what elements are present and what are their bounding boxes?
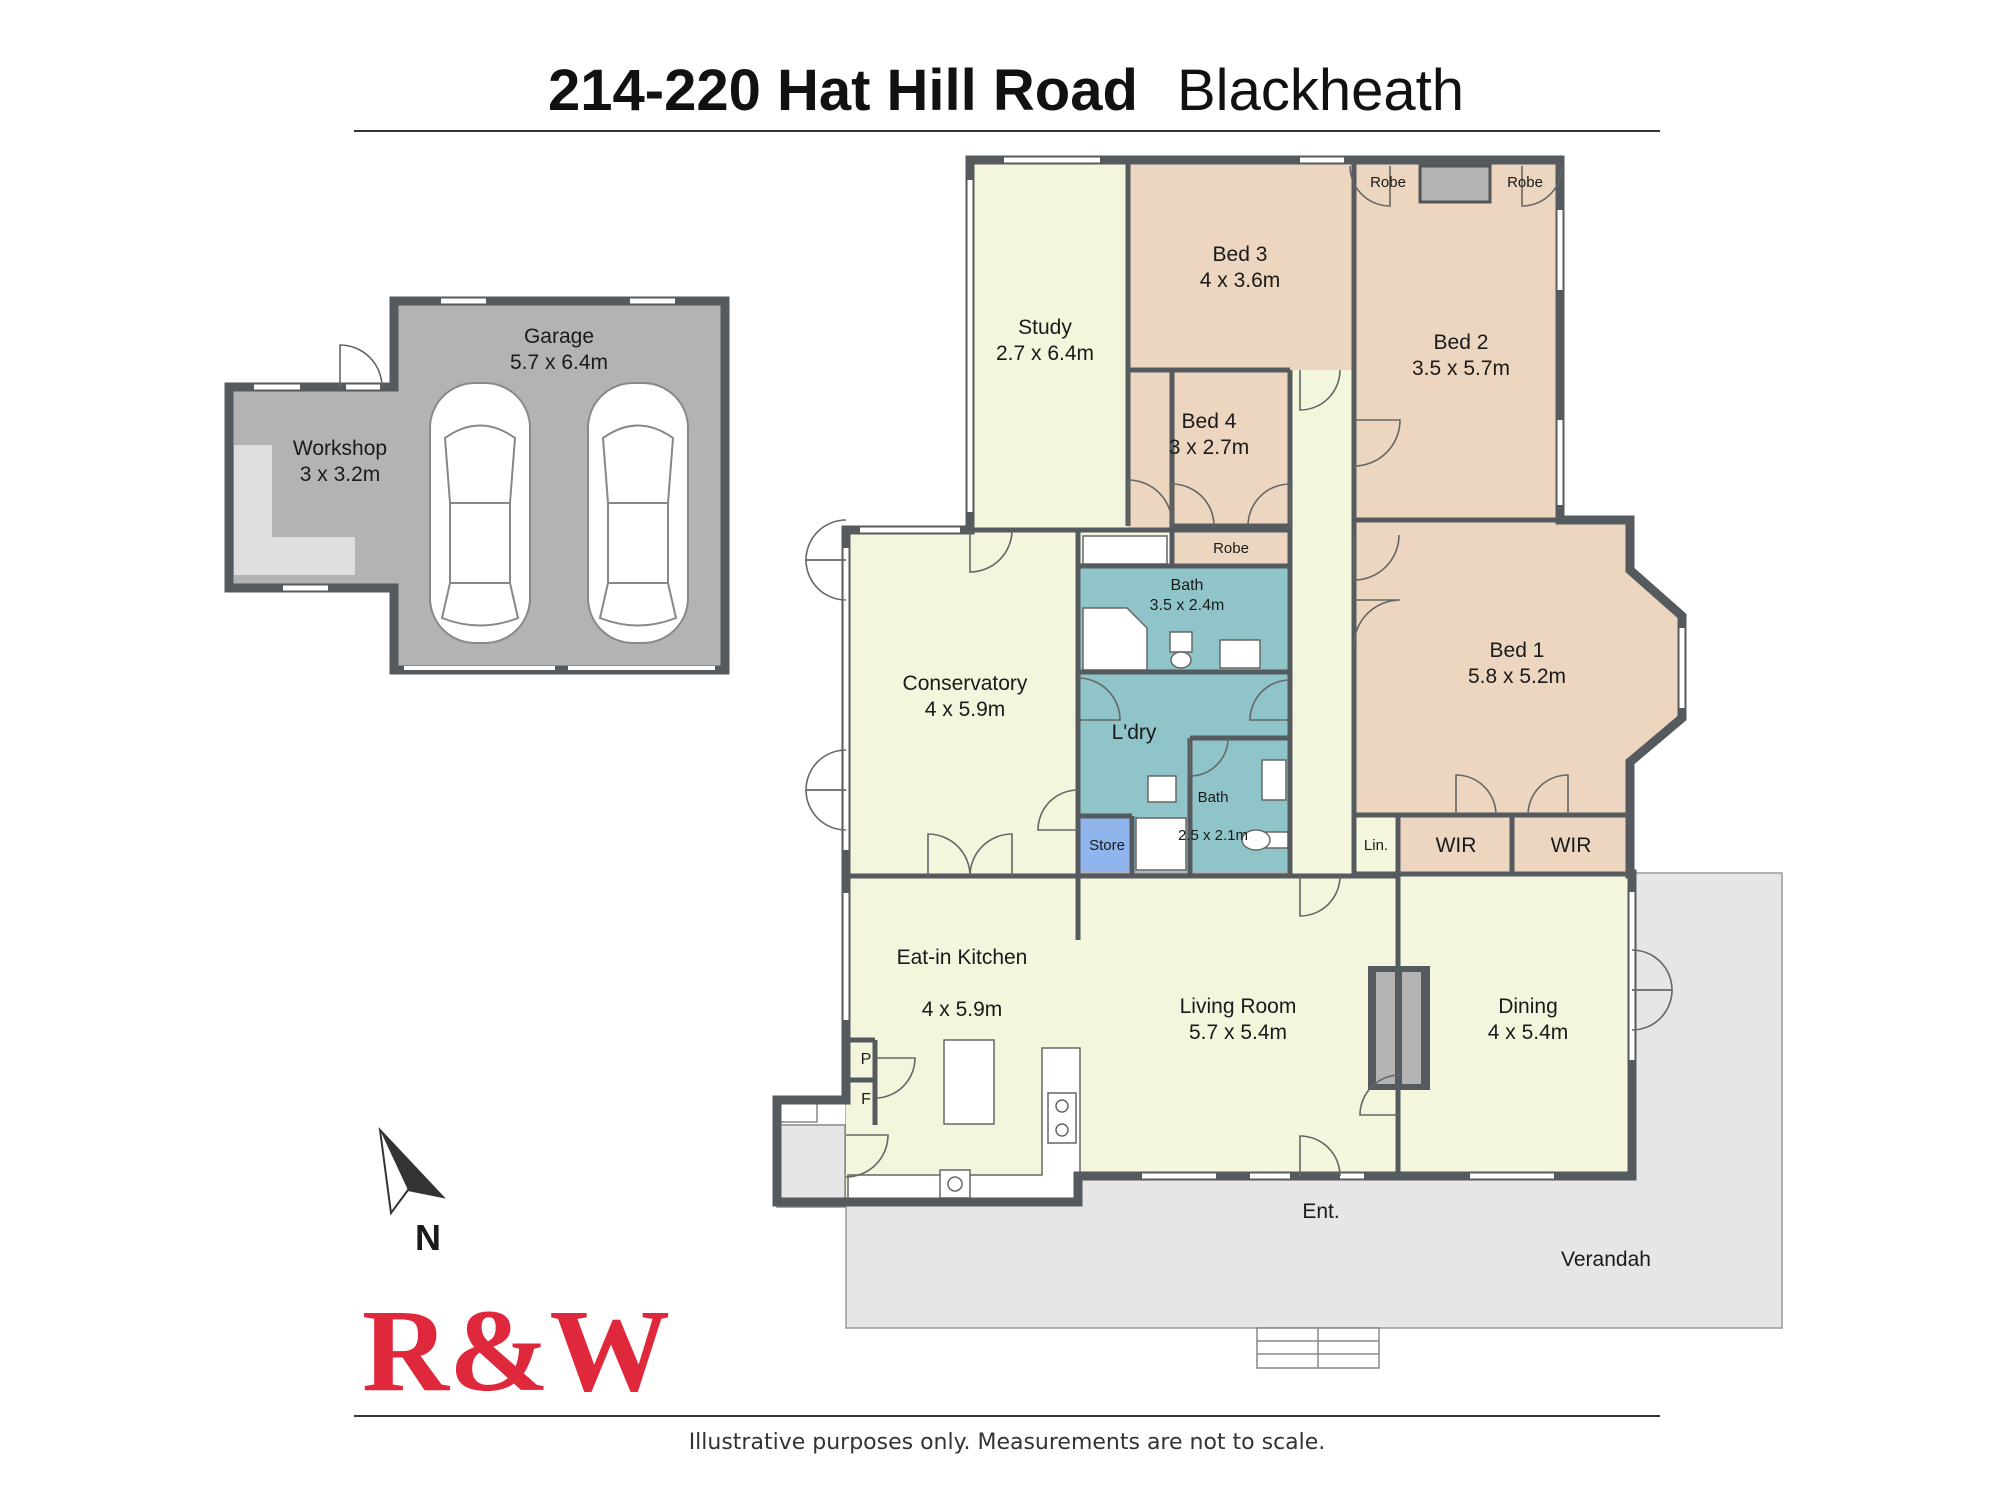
- room-label-laundry: L'dry: [1112, 721, 1157, 744]
- car-icon: [587, 382, 689, 644]
- address-title: 214-220 Hat Hill Road: [548, 58, 1138, 123]
- doors: [805, 165, 1673, 1178]
- room-dims-bed4: 3 x 2.7m: [1169, 436, 1250, 459]
- room-dims-garage: 5.7 x 6.4m: [510, 351, 608, 374]
- linen-label: Lin.: [1364, 837, 1388, 854]
- room-dims-study: 2.7 x 6.4m: [996, 342, 1094, 365]
- room-dims-bed2: 3.5 x 5.7m: [1412, 357, 1510, 380]
- robe-label: Robe: [1507, 174, 1543, 191]
- room-label-bed1: Bed 1: [1490, 639, 1545, 662]
- garage-building: [224, 296, 730, 675]
- workshop-bench: [234, 445, 355, 575]
- brand-logo: R&W: [362, 1285, 670, 1416]
- room-dims-kitchen: 4 x 5.9m: [922, 998, 1003, 1021]
- store-label: Store: [1089, 837, 1125, 854]
- robe-label: Robe: [1213, 540, 1249, 557]
- wir-label: WIR: [1436, 834, 1477, 857]
- wir-label: WIR: [1551, 834, 1592, 857]
- room-dims-workshop: 3 x 3.2m: [300, 463, 381, 486]
- suburb-title: Blackheath: [1177, 58, 1464, 123]
- entry-label: Ent.: [1302, 1200, 1339, 1223]
- room-label-bed2: Bed 2: [1434, 331, 1489, 354]
- room-label-bath-ensuite: Bath: [1198, 789, 1229, 806]
- footer-disclaimer: Illustrative purposes only. Measurements…: [689, 1430, 1326, 1455]
- room-dims-dining: 4 x 5.4m: [1488, 1021, 1569, 1044]
- verandah-label: Verandah: [1561, 1248, 1651, 1271]
- verandah-steps: [1256, 1327, 1380, 1369]
- room-dims-bath-ensuite: 2.5 x 2.1m: [1178, 827, 1248, 844]
- room-dims-bed1: 5.8 x 5.2m: [1468, 665, 1566, 688]
- room-label-bath-main: Bath: [1171, 577, 1204, 594]
- room-label-workshop: Workshop: [293, 437, 387, 460]
- house-fills: [846, 160, 1682, 1202]
- room-label-kitchen: Eat-in Kitchen: [897, 946, 1028, 969]
- car-icon: [429, 382, 531, 644]
- pantry-label: P: [861, 1051, 872, 1068]
- north-label: N: [415, 1217, 441, 1258]
- room-label-bed3: Bed 3: [1213, 243, 1268, 266]
- room-dims-living: 5.7 x 5.4m: [1189, 1021, 1287, 1044]
- room-label-living: Living Room: [1180, 995, 1297, 1018]
- house-walls: [772, 155, 1687, 1207]
- room-labels: Garage 5.7 x 6.4m Workshop 3 x 3.2m Stud…: [293, 174, 1651, 1271]
- room-dims-bath-main: 3.5 x 2.4m: [1150, 597, 1225, 614]
- room-label-garage: Garage: [524, 325, 594, 348]
- room-label-bed4: Bed 4: [1182, 410, 1237, 433]
- room-label-dining: Dining: [1498, 995, 1558, 1018]
- room-label-study: Study: [1018, 316, 1072, 339]
- north-arrow-icon: N: [378, 1127, 446, 1258]
- fridge-label: F: [861, 1091, 871, 1108]
- room-dims-conservatory: 4 x 5.9m: [925, 698, 1006, 721]
- robe-label: Robe: [1370, 174, 1406, 191]
- room-label-conservatory: Conservatory: [903, 672, 1028, 695]
- room-dims-bed3: 4 x 3.6m: [1200, 269, 1281, 292]
